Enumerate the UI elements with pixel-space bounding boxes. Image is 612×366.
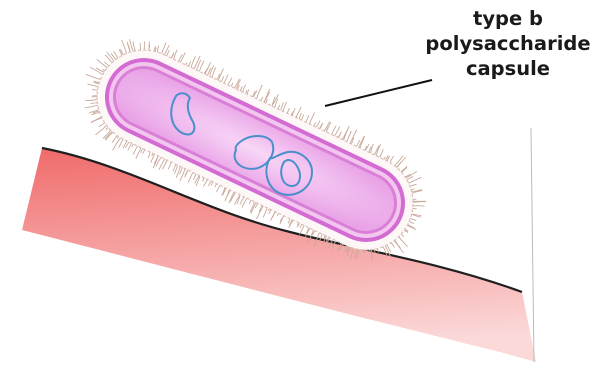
label-line-3: capsule (410, 56, 606, 81)
label-line-1: type b (410, 6, 606, 31)
label-leader-line (325, 80, 432, 106)
tissue-right-edge (531, 128, 534, 362)
capsule-label: type b polysaccharide capsule (410, 6, 606, 81)
label-line-2: polysaccharide (410, 31, 606, 56)
